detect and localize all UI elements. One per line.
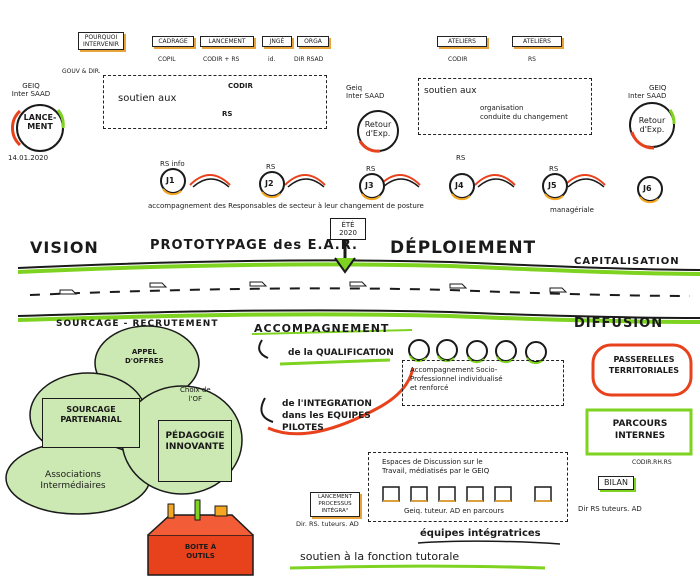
journey-j2-top: RS <box>266 163 276 171</box>
boite-outils: BOITE À OUTILS <box>184 543 217 560</box>
road-capitalisation: CAPITALISATION <box>574 256 680 267</box>
sub-ateliers-codir: CODIR <box>448 56 468 63</box>
acc-title: ACCOMPAGNEMENT <box>254 322 390 335</box>
journey-j2: J2 <box>265 179 274 188</box>
journey-j4-top: RS <box>456 154 466 162</box>
sub-cadrage: COPIL <box>158 56 176 63</box>
lancement-label: LANCE- MENT <box>23 113 57 131</box>
retour-exp-2-org: GEIQ Inter SAAD <box>628 84 667 100</box>
journey-arrow <box>189 174 231 186</box>
box-cadrage: CADRAGE <box>152 36 194 47</box>
passerelles: PASSERELLES TERRITORIALES <box>608 355 680 375</box>
soutien-left-rs: RS <box>222 110 233 118</box>
road-vision: VISION <box>30 238 99 257</box>
road-sourcage: SOURCAGE - RECRUTEMENT <box>56 319 219 329</box>
lancement-org: GEIQ Inter SAAD <box>11 82 51 98</box>
espaces-box <box>368 452 568 522</box>
parcours-sub: CODIR.RH.RS <box>632 459 672 466</box>
acc-integration: de l'INTEGRATION dans les EQUIPES PILOTE… <box>282 399 372 433</box>
journey-j5-top: RS <box>549 165 559 173</box>
sub-ateliers-rs: RS <box>528 56 536 63</box>
soutien-left-codir: CODIR <box>228 82 253 90</box>
cloud-appel: APPEL D'OFFRES <box>125 348 164 365</box>
sub-lancement-top: CODIR + RS <box>203 56 240 63</box>
accompagnement-caption: accompagnement des Responsables de secte… <box>148 202 424 210</box>
soutien-right-text: soutien aux <box>424 86 477 96</box>
manageriale: managériale <box>550 206 594 214</box>
retour-exp-1-label: Retour d'Exp. <box>364 120 392 138</box>
bilan-sub: Dir RS tuteurs. AD <box>578 505 642 513</box>
parcours: PARCOURS INTERNES <box>612 419 668 441</box>
acc-socio-box <box>402 360 564 406</box>
cloud-sourcage: SOURCAGE PARTENARIAL <box>42 398 140 448</box>
soutien-tutorale: soutien à la fonction tutorale <box>300 550 460 563</box>
cloud-choix: Choix de l'OF <box>180 386 211 403</box>
journey-j1-top: RS info <box>160 160 185 168</box>
box-orga: ORGA <box>297 36 329 47</box>
journey-j4: J4 <box>455 181 464 190</box>
cloud-pedagogie: PÉDAGOGIE INNOVANTE <box>158 420 232 482</box>
soutien-left-box <box>103 75 327 129</box>
box-pourquoi: POURQUOI INTERVENIR <box>78 32 124 50</box>
lancement-processus-box: LANCEMENT PROCESSUS INTÉGRA° <box>310 492 360 517</box>
acc-socio: Accompagnement Socio- Professionnel indi… <box>410 366 503 392</box>
sub-orga: DIR RSAD <box>294 56 324 63</box>
box-lancement-top: LANCEMENT <box>200 36 254 47</box>
journey-j1: J1 <box>166 176 175 185</box>
retour-exp-1-org: Geiq Inter SAAD <box>346 84 385 100</box>
road-ete: ÉTÉ 2020 <box>330 218 366 240</box>
espaces-text: Espaces de Discussion sur le Travail, mé… <box>382 458 490 475</box>
soutien-left-text: soutien aux <box>118 93 177 104</box>
road-prototypage: PROTOTYPAGE des E.A.R. <box>150 238 358 253</box>
retour-exp-2-label: Retour d'Exp. <box>638 116 666 134</box>
cloud-associations: Associations Intermédiaires <box>40 470 106 491</box>
equipes-integratrices: équipes intégratrices <box>420 528 541 539</box>
sub-pourquoi: GOUV & DIR. <box>62 68 101 75</box>
espaces-sub: Geiq. tuteur. AD en parcours <box>404 507 504 515</box>
box-ateliers-rs: ATELIERS <box>512 36 562 47</box>
bilan-box: BILAN <box>598 476 634 490</box>
sub-jnge: id. <box>268 56 276 63</box>
box-ateliers-codir: ATELIERS <box>437 36 487 47</box>
lancement-date: 14.01.2020 <box>8 154 49 162</box>
journey-j6: J6 <box>643 184 652 193</box>
soutien-right-box <box>418 78 592 135</box>
road-diffusion: DIFFUSION <box>574 316 664 331</box>
acc-qualif: de la QUALIFICATION <box>288 348 394 358</box>
soutien-right-detail: organisation conduite du changement <box>480 104 568 121</box>
lancement-processus-sub: Dir. RS. tuteurs. AD <box>296 520 359 528</box>
journey-j3: J3 <box>365 181 374 190</box>
journey-j3-top: RS <box>366 165 376 173</box>
journey-j5: J5 <box>548 181 557 190</box>
road-deploiement: DÉPLOIEMENT <box>390 238 537 258</box>
box-jnge: JNGÉ <box>262 36 292 47</box>
